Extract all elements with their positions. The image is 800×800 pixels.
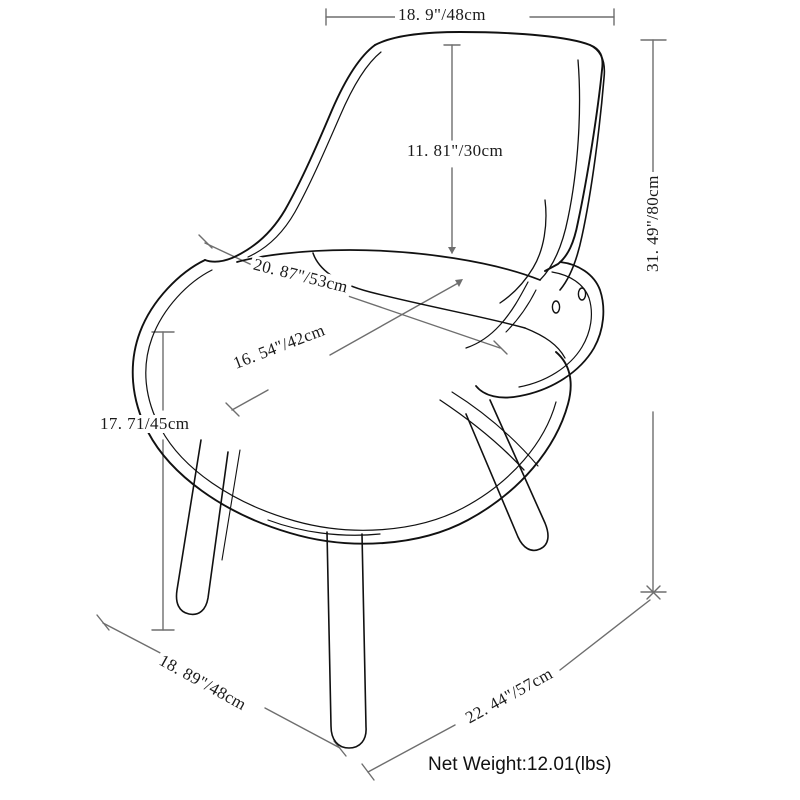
screw-hole-upper-icon bbox=[577, 287, 587, 301]
side-panel-outer-outline bbox=[475, 261, 605, 399]
chair-outline-group bbox=[131, 31, 606, 749]
dim-label-overall-width-top: 18. 9"/48cm bbox=[395, 6, 489, 24]
leg-rear-left-hint bbox=[221, 449, 241, 561]
seat-front-underside-line bbox=[267, 519, 381, 536]
seat-right-junction-line bbox=[524, 327, 566, 359]
seat-outer-outline bbox=[131, 259, 572, 545]
right-shell-band-line bbox=[499, 199, 547, 304]
dim-seat-depth-right-segment bbox=[344, 294, 501, 349]
backrest-left-outline bbox=[204, 44, 376, 263]
screw-hole-lower-icon bbox=[551, 300, 561, 314]
leg-rear-right bbox=[465, 399, 549, 552]
shell-curl-line bbox=[465, 281, 529, 349]
dim-base-depth-left-segment bbox=[367, 724, 456, 773]
dim-seat-width-arrow bbox=[455, 279, 463, 287]
dim-base-depth-left-tick bbox=[361, 763, 375, 781]
backrest-bottom-edge bbox=[236, 249, 541, 281]
right-shell-outer-line bbox=[559, 44, 606, 291]
dim-right-bottom-cross-b bbox=[646, 585, 661, 600]
under-seat-rail-line bbox=[439, 399, 525, 471]
right-shell-inner-line bbox=[539, 59, 581, 281]
shell-curl-line-2 bbox=[505, 289, 537, 333]
dim-seat-depth-left-tick bbox=[198, 234, 213, 249]
dim-label-back-height: 11. 81"/30cm bbox=[404, 142, 507, 160]
backrest-left-inner-line bbox=[247, 51, 382, 258]
dim-back-arrow bbox=[448, 247, 456, 254]
dim-base-width-left-segment bbox=[102, 622, 169, 658]
dim-seat-width-left-segment bbox=[231, 389, 269, 411]
dim-label-seat-height: 17. 71/45cm bbox=[97, 415, 193, 433]
dim-base-depth-right-segment bbox=[559, 599, 651, 671]
dimension-lines-group bbox=[96, 8, 667, 781]
dim-label-overall-height: 31. 49"/80cm bbox=[643, 172, 662, 275]
dim-base-width-left-tick bbox=[96, 614, 110, 631]
dim-seat-width-right-segment bbox=[329, 281, 461, 356]
leg-front-center bbox=[326, 531, 367, 749]
side-panel-inner-outline bbox=[518, 271, 592, 388]
under-seat-rail-line-2 bbox=[451, 391, 539, 467]
leg-front-left bbox=[175, 439, 229, 616]
dim-seat-depth-right-tick bbox=[493, 340, 508, 355]
dim-base-width-right-segment bbox=[264, 707, 341, 749]
dim-seat-depth-left-segment bbox=[204, 242, 253, 266]
net-weight-label: Net Weight:12.01(lbs) bbox=[428, 754, 612, 775]
seat-inner-outline bbox=[145, 269, 557, 531]
seat-cushion-back-curve bbox=[312, 252, 526, 329]
dim-seat-width-left-tick bbox=[225, 402, 240, 417]
